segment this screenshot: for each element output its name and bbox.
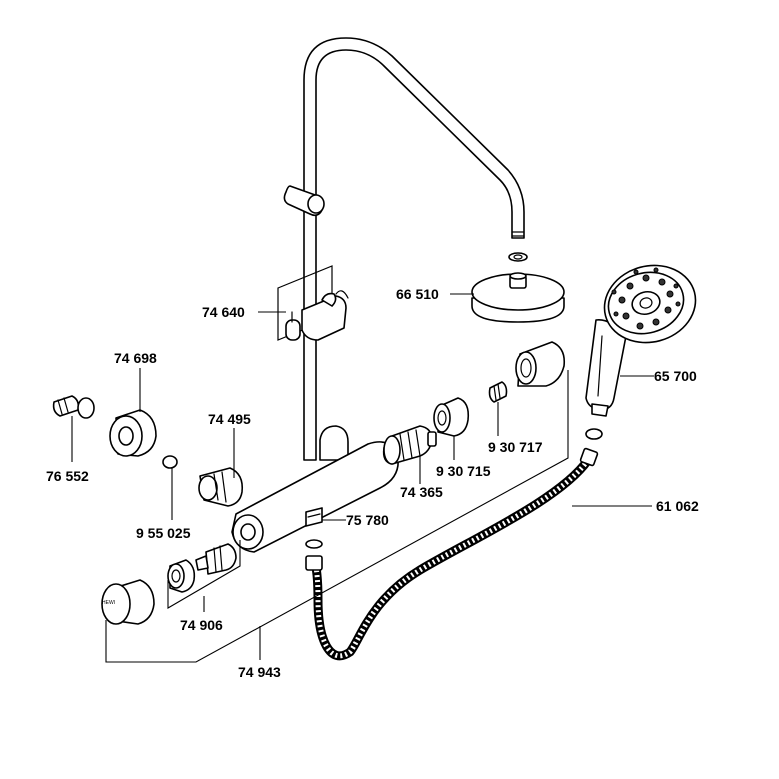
ring-74698 [109,409,157,457]
label-930715: 9 30 715 [436,463,491,479]
adapter-74495 [198,467,244,507]
thermostat-wall-bracket [319,425,349,461]
label-930717: 9 30 717 [488,439,543,455]
label-955025: 9 55 025 [136,525,191,541]
nut-930715 [433,397,470,437]
label-74365: 74 365 [400,484,443,500]
hand-shower [585,264,697,417]
label-74495: 74 495 [208,411,251,427]
knob-assembly-74906 [167,543,237,593]
leader-lines [71,293,654,663]
label-61062: 61 062 [656,498,699,514]
cartridge-74365 [382,425,437,465]
screw-930717 [488,381,508,403]
rail-clamp [283,185,325,217]
part-labels: 74 640 74 698 74 495 76 552 9 55 025 74 … [46,286,699,680]
cap-sleeve [515,341,566,387]
shower-holder-slider [277,265,349,341]
check-valve-76552 [52,395,95,419]
temperature-knob: HEWI [101,579,155,625]
label-74943: 74 943 [238,664,281,680]
label-65700: 65 700 [654,368,697,384]
hand-shower-washer [585,428,603,440]
label-66510: 66 510 [396,286,439,302]
spray-nozzles [611,267,681,330]
label-74906: 74 906 [180,617,223,633]
knob-marking: HEWI [102,600,115,606]
overhead-shower-head [471,252,565,323]
thermostat-outlet-washer [305,539,323,549]
label-76552: 76 552 [46,468,89,484]
label-75780: 75 780 [346,512,389,528]
washer-955025 [162,455,178,469]
label-74698: 74 698 [114,350,157,366]
shower-hose [305,447,599,661]
label-74640: 74 640 [202,304,245,320]
riser-rail [303,37,525,461]
